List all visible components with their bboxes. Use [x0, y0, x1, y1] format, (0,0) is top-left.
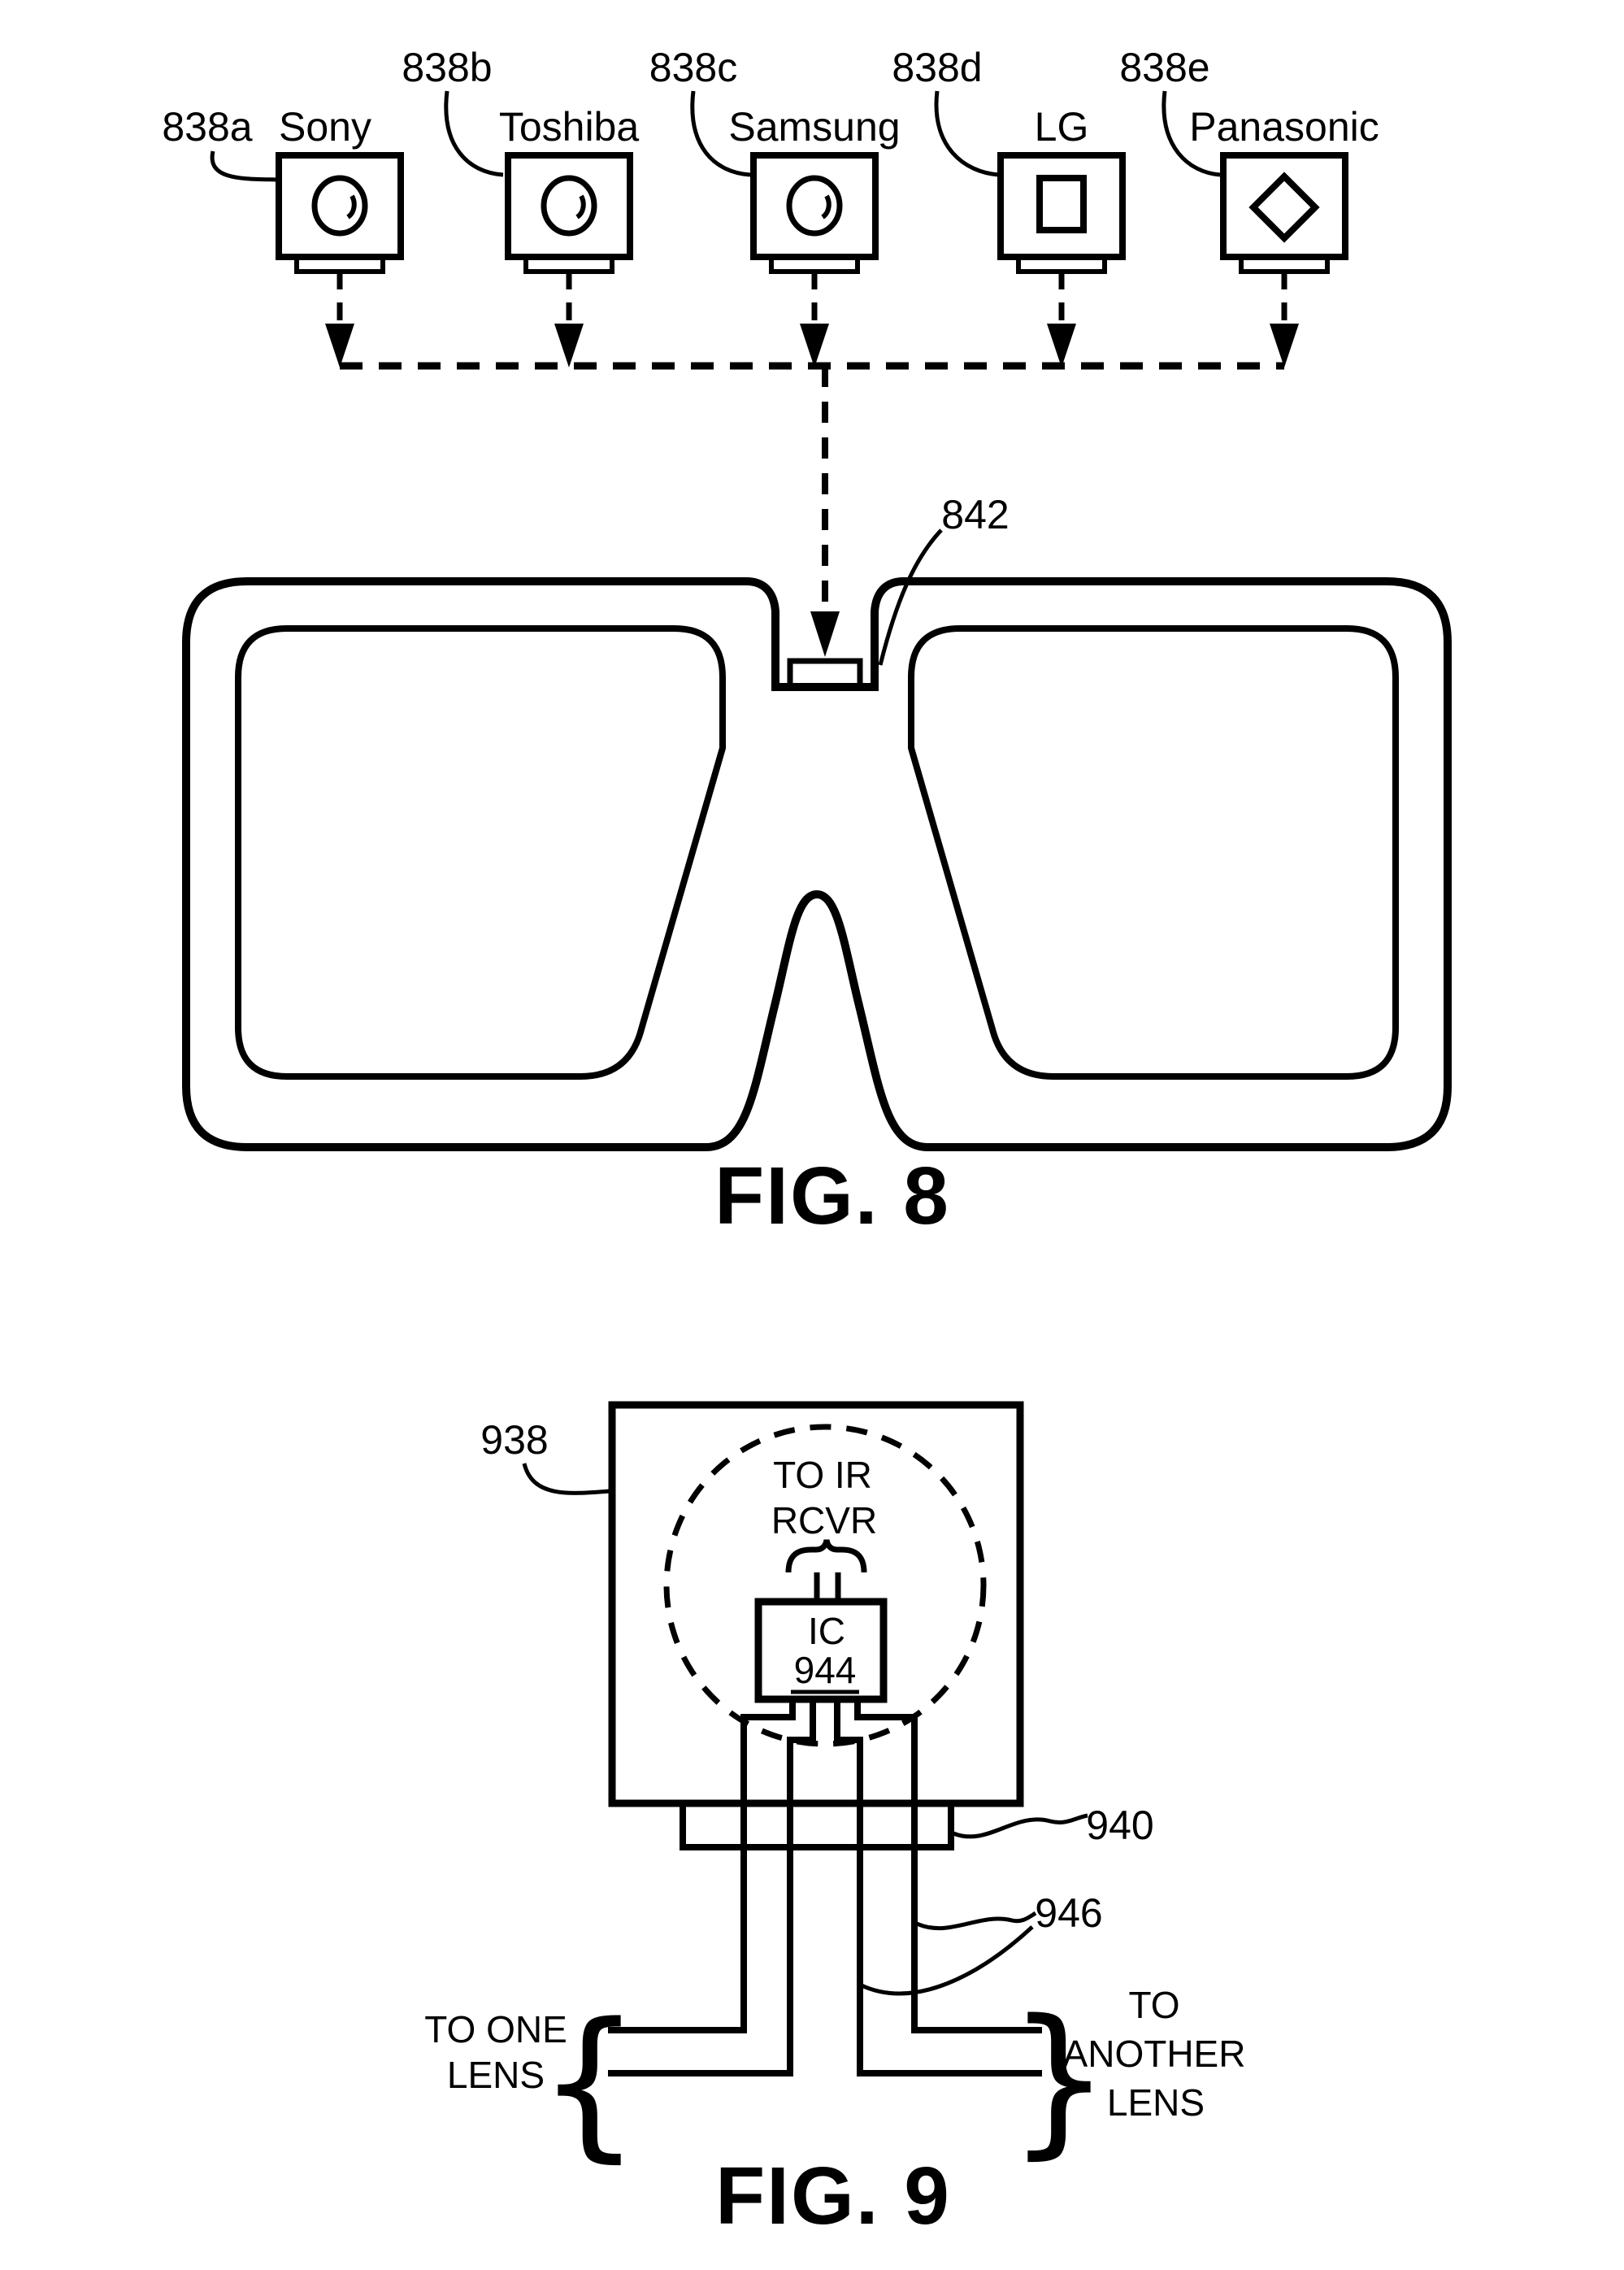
ref-label-838b: 838b	[402, 45, 492, 90]
glasses-frame-outline	[182, 577, 1452, 1151]
bridge-ir-receiver	[787, 658, 863, 690]
arrowhead-down	[800, 324, 829, 367]
leader-line-938	[522, 1463, 610, 1495]
lens-wires	[608, 1699, 1042, 2076]
ref-label-838d: 838d	[892, 45, 982, 90]
emitter-stand	[1016, 254, 1107, 274]
right-lens-label-line2: ANOTHER	[1063, 2033, 1246, 2075]
leader-line-838d	[934, 90, 1000, 177]
ref-label-938: 938	[480, 1417, 548, 1463]
right-wire-outer-conductor	[854, 1699, 1042, 2033]
leader-line-838c	[690, 90, 751, 177]
leader-line-946-upper	[915, 1911, 1037, 1931]
brand-label-sony: Sony	[279, 104, 371, 150]
leader-line-838e	[1162, 90, 1221, 177]
emitter-device-panasonic: 838e Panasonic	[1119, 45, 1379, 367]
ir-emitter-rect-icon	[1036, 175, 1087, 233]
left-brace: {	[537, 1989, 640, 2178]
brand-label-lg: LG	[1035, 104, 1089, 150]
left-lens-opening	[235, 625, 726, 1080]
leader-line-946-lower	[860, 1925, 1034, 1996]
right-lens-label-line1: TO	[1128, 1984, 1179, 2026]
emitter-device-sony: 838a Sony	[162, 104, 404, 367]
emitter-device-samsung: 838c Samsung	[649, 45, 901, 367]
emitter-device-toshiba: 838b Toshiba	[402, 45, 639, 367]
ir-emitter-lens-icon	[541, 175, 597, 237]
emitter-box	[276, 152, 404, 260]
ic-box	[754, 1598, 888, 1703]
right-lens-opening	[908, 625, 1399, 1080]
emitter-stand	[1239, 254, 1330, 274]
figure-9-caption: FIG. 9	[715, 2150, 951, 2242]
left-lens-label-line1: TO ONE	[424, 2008, 567, 2050]
lens-glint-mark	[821, 194, 832, 220]
leader-line-838a	[210, 150, 278, 182]
connector-bar	[680, 1800, 954, 1850]
arrowhead-down	[554, 324, 584, 367]
arrowhead-down	[1047, 324, 1076, 367]
right-wire-inner-conductor	[834, 1699, 1042, 2076]
ir-emitter-lens-icon	[311, 175, 368, 237]
leader-line-940	[953, 1813, 1088, 1839]
lens-glint-mark	[575, 194, 586, 220]
ref-label-838c: 838c	[649, 45, 737, 90]
ref-label-944: 944	[794, 1649, 857, 1691]
arrowhead-down	[325, 324, 354, 367]
left-wire-outer-conductor	[608, 1699, 796, 2033]
emitter-box	[997, 152, 1126, 260]
lens-glint-mark	[346, 194, 357, 220]
ir-signal-bus	[340, 362, 1284, 657]
ref-label-842: 842	[941, 492, 1009, 537]
ir-rcvr-note-line2: RCVR	[771, 1499, 877, 1542]
emitter-stand	[769, 254, 860, 274]
left-lens-destination: TO ONE LENS {	[424, 1989, 640, 2178]
emitter-box	[505, 152, 633, 260]
ir-emitter-lens-icon	[786, 175, 843, 237]
arrowhead-down	[1270, 324, 1299, 367]
emitter-stand	[294, 254, 385, 274]
emitter-stand	[523, 254, 614, 274]
ref-label-838a: 838a	[162, 104, 252, 150]
ref-label-838e: 838e	[1119, 45, 1209, 90]
left-wire-inner-conductor	[608, 1699, 816, 2076]
over-brace	[785, 1539, 867, 1573]
arrowhead-down	[810, 611, 840, 657]
ref-label-946: 946	[1035, 1890, 1102, 1936]
shutter-glasses	[182, 577, 1452, 1151]
figure-9: 938 TO IR RCVR IC 944 940 946	[424, 1401, 1245, 2242]
left-lens-label-line2: LENS	[447, 2054, 545, 2096]
leader-line-838b	[444, 90, 504, 177]
ir-rcvr-note-line1: TO IR	[773, 1454, 872, 1496]
emitter-device-lg: 838d LG	[892, 45, 1126, 367]
brand-label-toshiba: Toshiba	[499, 104, 640, 150]
ic-label: IC	[808, 1610, 845, 1652]
figure-8-caption: FIG. 8	[714, 1150, 950, 1242]
right-brace: }	[1007, 1985, 1110, 2175]
ir-emitter-diamond-icon	[1248, 172, 1320, 243]
right-lens-destination: } TO ANOTHER LENS	[1007, 1984, 1245, 2175]
figure-8: 838a Sony 838b Toshiba 838c Samsung	[162, 45, 1452, 1242]
brand-label-samsung: Samsung	[728, 104, 900, 150]
leader-line-842	[878, 528, 943, 666]
brand-label-panasonic: Panasonic	[1189, 104, 1379, 150]
detail-dashed-circle	[663, 1424, 987, 1747]
ref-label-940: 940	[1086, 1803, 1153, 1848]
right-lens-label-line3: LENS	[1107, 2081, 1205, 2124]
emitter-box	[750, 152, 879, 260]
